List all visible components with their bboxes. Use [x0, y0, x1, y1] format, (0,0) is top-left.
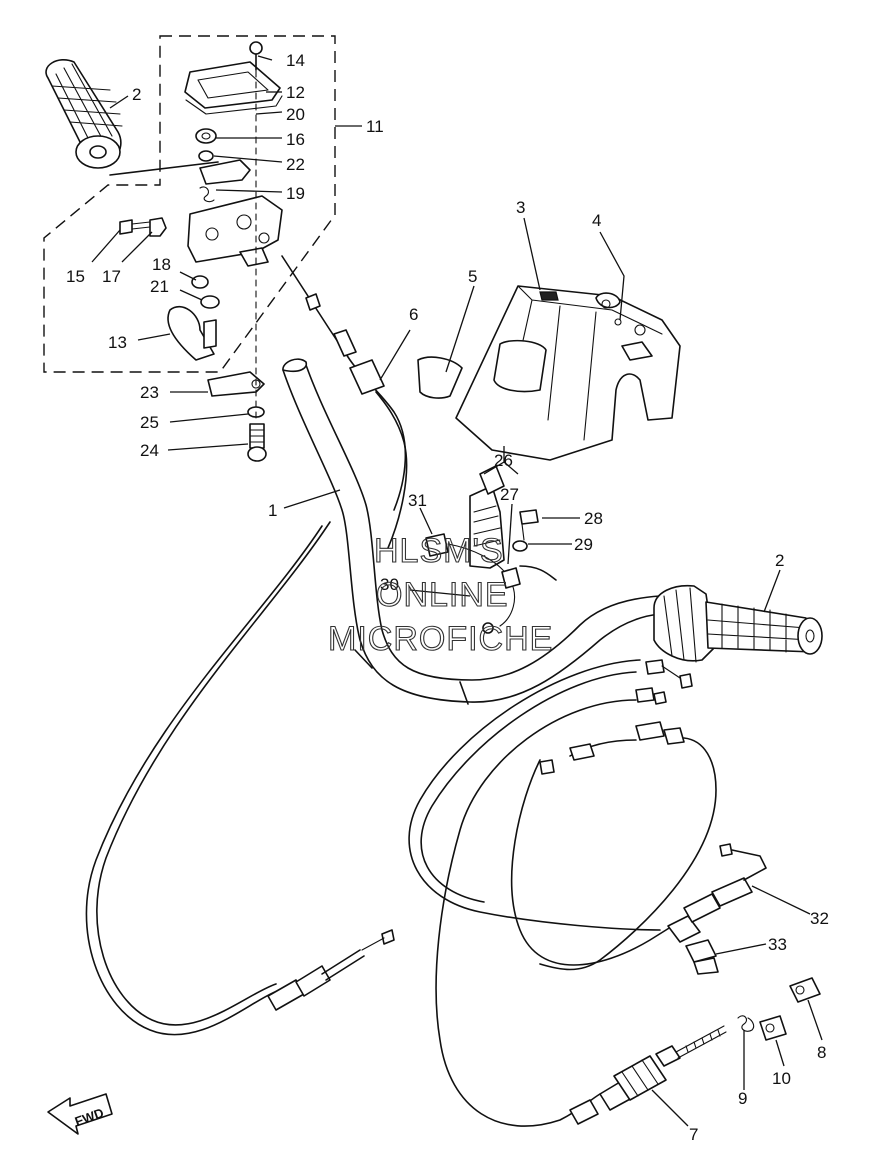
reflector	[417, 356, 463, 399]
callout-16: 16	[286, 130, 305, 149]
forward-arrow-icon: FWD	[47, 1093, 113, 1135]
watermark-line-2: ONLINE	[376, 576, 509, 614]
callout-1: 1	[268, 501, 277, 520]
callout-31: 31	[408, 491, 427, 510]
callout-28: 28	[584, 509, 603, 528]
callout-24: 24	[140, 441, 159, 460]
callout-19: 19	[286, 184, 305, 203]
callout-14: 14	[286, 51, 305, 70]
callout-15: 15	[66, 267, 85, 286]
callout-2-left: 2	[132, 85, 141, 104]
callout-22: 22	[286, 155, 305, 174]
callout-9: 9	[738, 1089, 747, 1108]
right-grip	[653, 584, 823, 663]
left-brake-cable	[85, 521, 395, 1036]
watermark-line-3: MICROFICHE	[328, 620, 553, 658]
callout-27: 27	[500, 485, 519, 504]
small-parts	[685, 939, 821, 1041]
watermark: HLSM'S ONLINE MICROFICHE	[327, 531, 553, 658]
callout-32: 32	[810, 909, 829, 928]
callout-30: 30	[380, 575, 399, 594]
callout-29: 29	[574, 535, 593, 554]
callout-numbers: 1 2 2 3 4 5 6 7 8 9 10 11 12 13 14 15 16…	[66, 51, 829, 1144]
callout-4: 4	[592, 211, 601, 230]
callout-12: 12	[286, 83, 305, 102]
leader-lines	[91, 55, 823, 1127]
callout-33: 33	[768, 935, 787, 954]
switch-assembly	[425, 465, 557, 634]
callout-10: 10	[772, 1069, 791, 1088]
handlebar	[282, 358, 661, 705]
callout-13: 13	[108, 333, 127, 352]
callout-3: 3	[516, 198, 525, 217]
callout-20: 20	[286, 105, 305, 124]
callout-2-right: 2	[775, 551, 784, 570]
callout-7: 7	[689, 1125, 698, 1144]
callout-18: 18	[152, 255, 171, 274]
callout-17: 17	[102, 267, 121, 286]
assembly-11-outline	[43, 35, 336, 373]
callout-5: 5	[468, 267, 477, 286]
callout-11: 11	[366, 117, 384, 136]
callout-23: 23	[140, 383, 159, 402]
callout-8: 8	[817, 1043, 826, 1062]
callout-26: 26	[494, 451, 513, 470]
headlight-cover	[455, 285, 681, 461]
right-cables	[408, 659, 767, 1127]
callout-21: 21	[150, 277, 169, 296]
callout-6: 6	[409, 305, 418, 324]
watermark-line-1: HLSM'S	[374, 532, 504, 570]
throttle-housing	[119, 41, 283, 462]
callout-25: 25	[140, 413, 159, 432]
left-grip	[45, 59, 219, 176]
throttle-cable	[281, 255, 408, 549]
